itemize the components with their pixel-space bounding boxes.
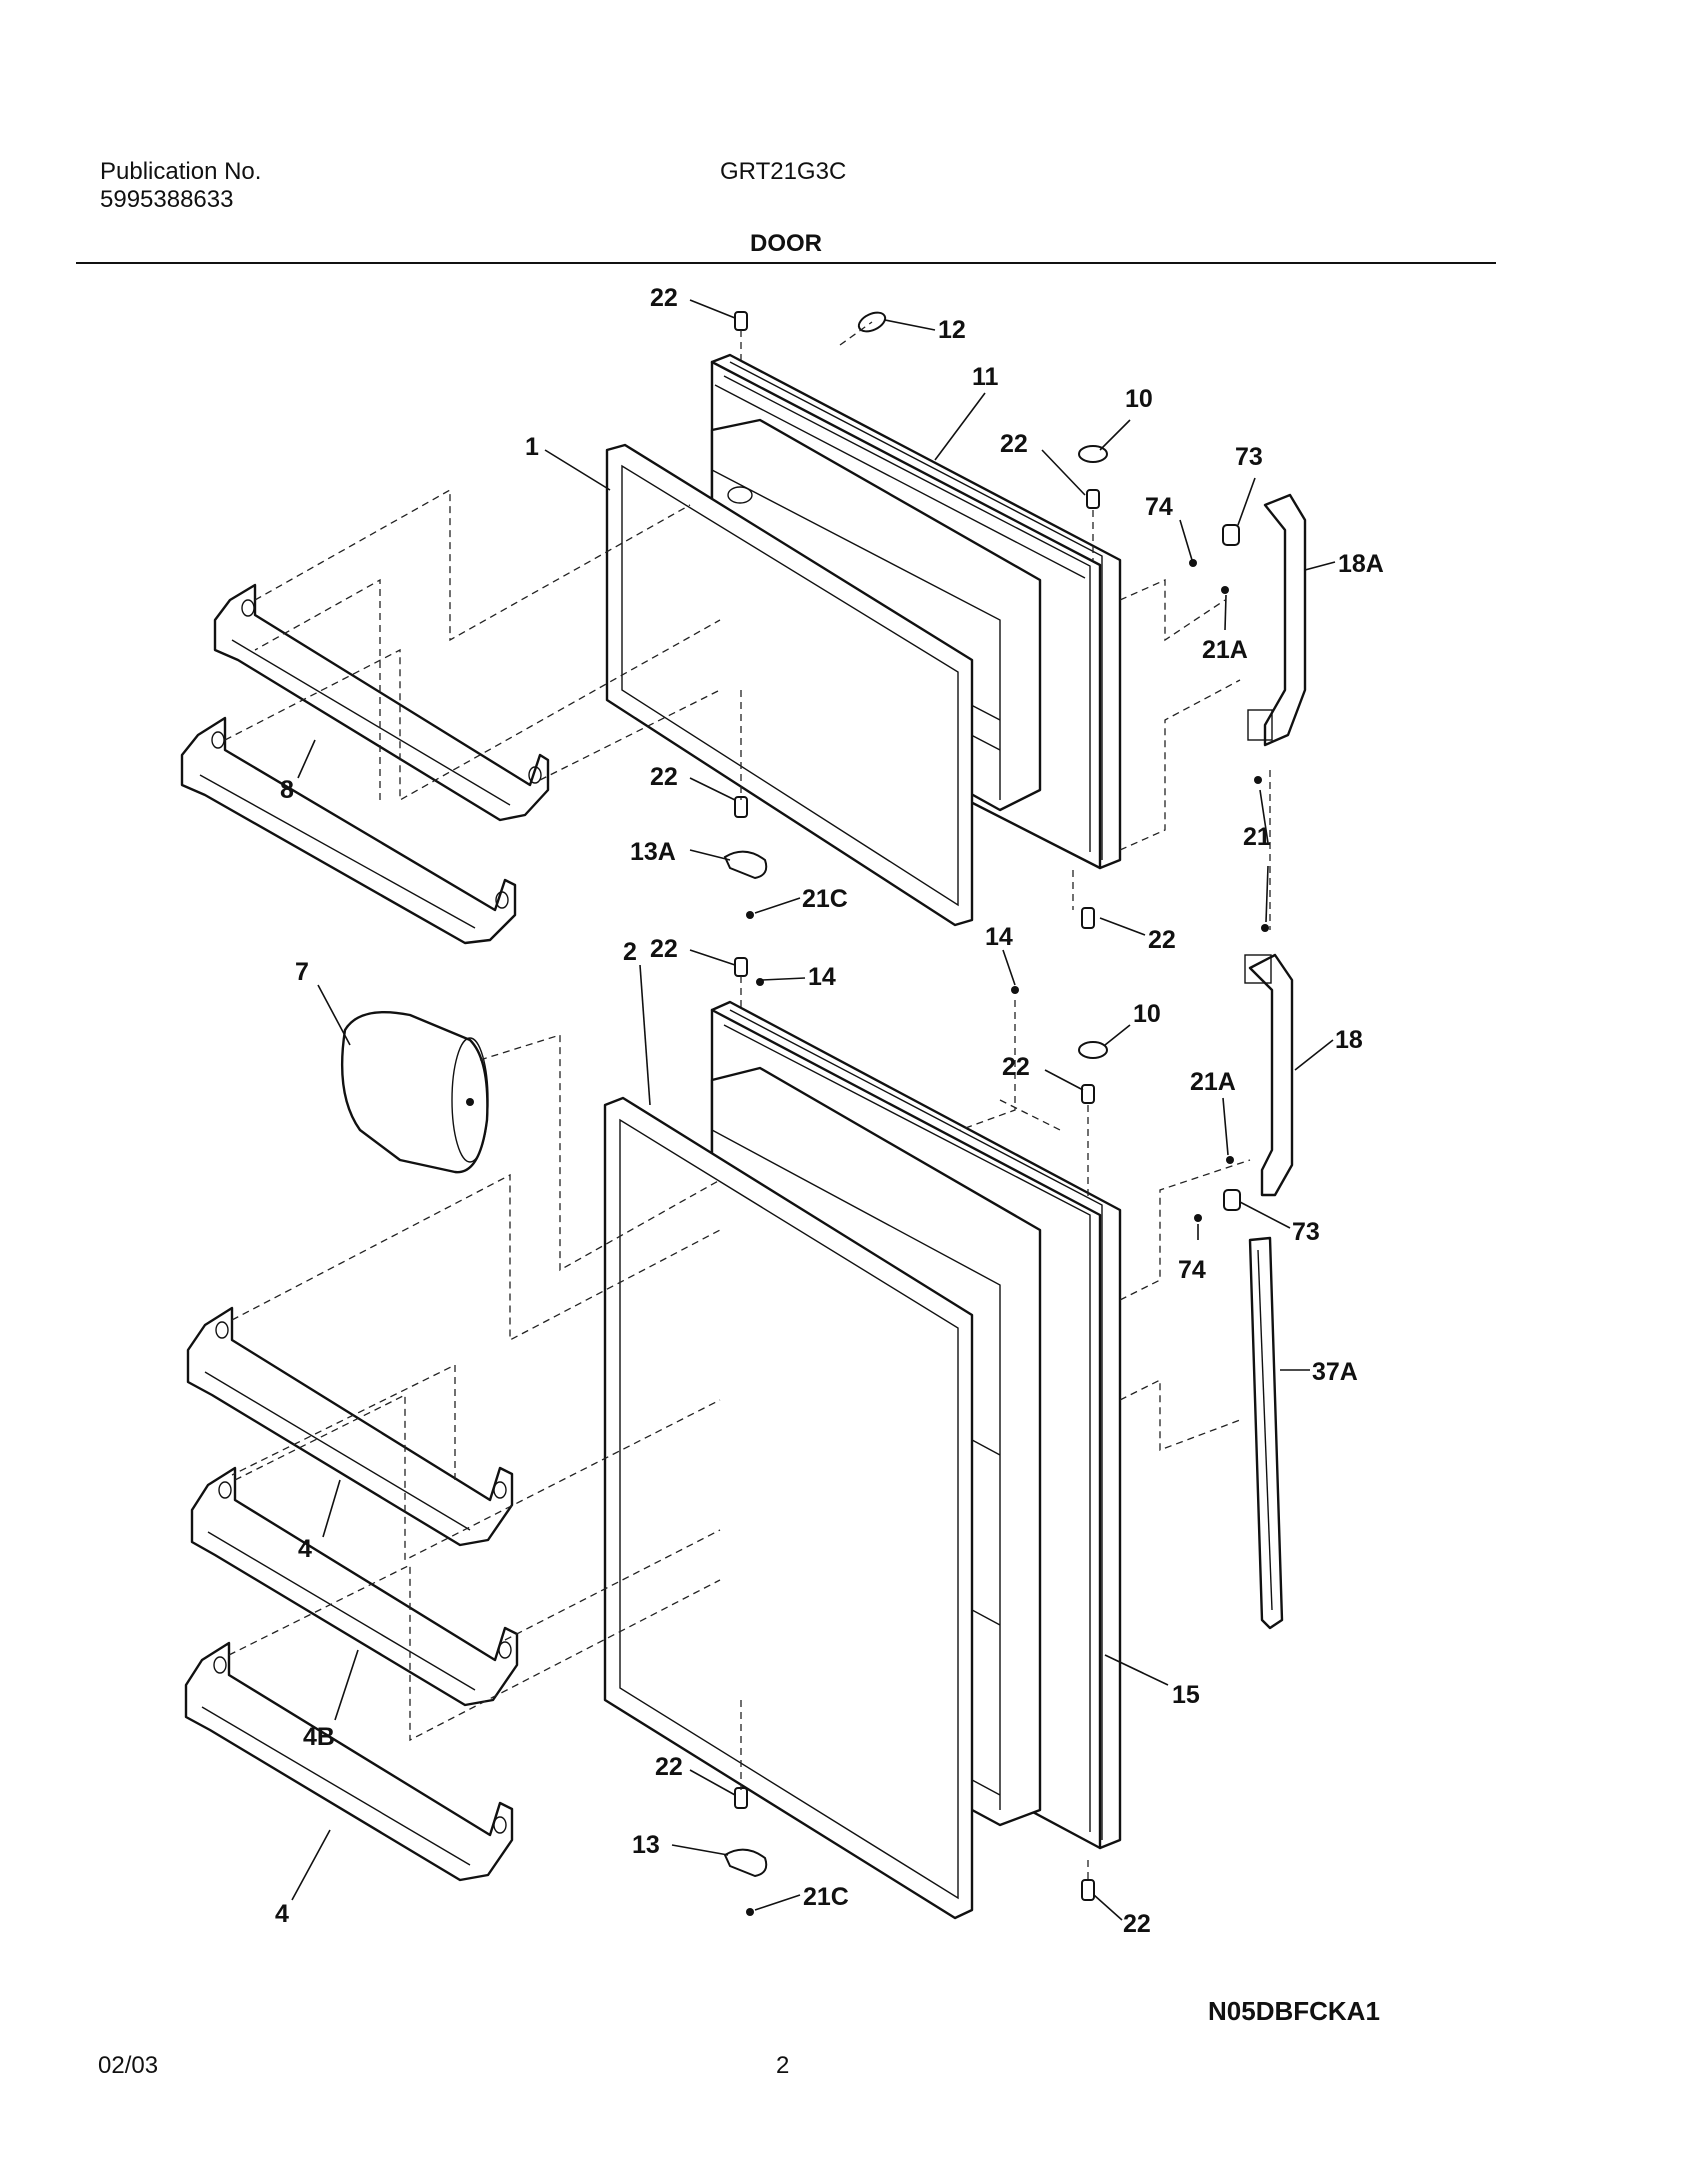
callout-73: 73 [1235,443,1263,471]
freezer-handle [1247,493,1307,747]
callout-1: 1 [525,433,539,461]
callout-11: 11 [972,363,999,391]
assembly-lines [224,321,1271,1880]
callout-14: 14 [985,923,1013,951]
callout-74: 74 [1145,493,1173,521]
callout-4: 4 [275,1900,289,1928]
hinge-bushings [734,311,1100,1901]
handle-spacers [1222,524,1241,1211]
callout-37a: 37A [1312,1358,1358,1386]
model-number: GRT21G3C [720,158,847,185]
callout-22: 22 [650,284,678,312]
callout-8: 8 [280,776,294,804]
fresh-food-handle [1244,953,1294,1197]
hinges [723,850,768,1878]
handle-trim-strip [1248,1236,1284,1630]
callout-21c: 21C [803,1883,849,1911]
callout-10: 10 [1125,385,1153,413]
callout-15: 15 [1172,1681,1200,1709]
callout-74: 74 [1178,1256,1206,1284]
screws [746,559,1269,1916]
freezer-door-gasket [605,443,974,927]
callout-18a: 18A [1338,550,1384,578]
freezer-shelf-upper [213,583,550,822]
callout-22: 22 [650,935,678,963]
door-shelf-lower [184,1641,514,1882]
publication-label: Publication No. [100,158,262,185]
callout-4: 4 [298,1535,312,1563]
callout-14: 14 [808,963,836,991]
callout-7: 7 [295,958,309,986]
callout-21c: 21C [802,885,848,913]
callout-73: 73 [1292,1218,1320,1246]
freezer-shelf-lower [180,716,517,945]
door-shelf-upper [186,1306,514,1547]
callout-4b: 4B [303,1723,335,1751]
callout-10: 10 [1133,1000,1161,1028]
callout-13a: 13A [630,838,676,866]
callout-22: 22 [1148,926,1176,954]
header-rule [76,262,1496,264]
callout-21a: 21A [1190,1068,1236,1096]
footer-date: 02/03 [98,2052,159,2079]
leader-lines [291,299,1336,1921]
callout-22: 22 [650,763,678,791]
diagram-code: N05DBFCKA1 [1208,1996,1380,2026]
callout-22: 22 [1000,430,1028,458]
callout-13: 13 [632,1831,660,1859]
dairy-compartment-cover [340,1011,489,1174]
callout-22: 22 [1123,1910,1151,1938]
callout-22: 22 [655,1753,683,1781]
callout-2: 2 [623,938,637,966]
callout-12: 12 [938,316,966,344]
callout-21a: 21A [1202,636,1248,664]
door-shelf-middle [190,1466,519,1707]
callout-21: 21 [1243,823,1271,851]
callout-22: 22 [1002,1053,1030,1081]
section-title: DOOR [750,230,822,257]
callout-18: 18 [1335,1026,1363,1054]
callout-labels: 22 12 11 10 22 73 74 18A 21A 1 8 22 13A … [275,284,1384,1938]
fresh-food-door-gasket [603,1096,974,1920]
page-number: 2 [776,2052,790,2079]
publication-number: 5995388633 [100,186,234,213]
